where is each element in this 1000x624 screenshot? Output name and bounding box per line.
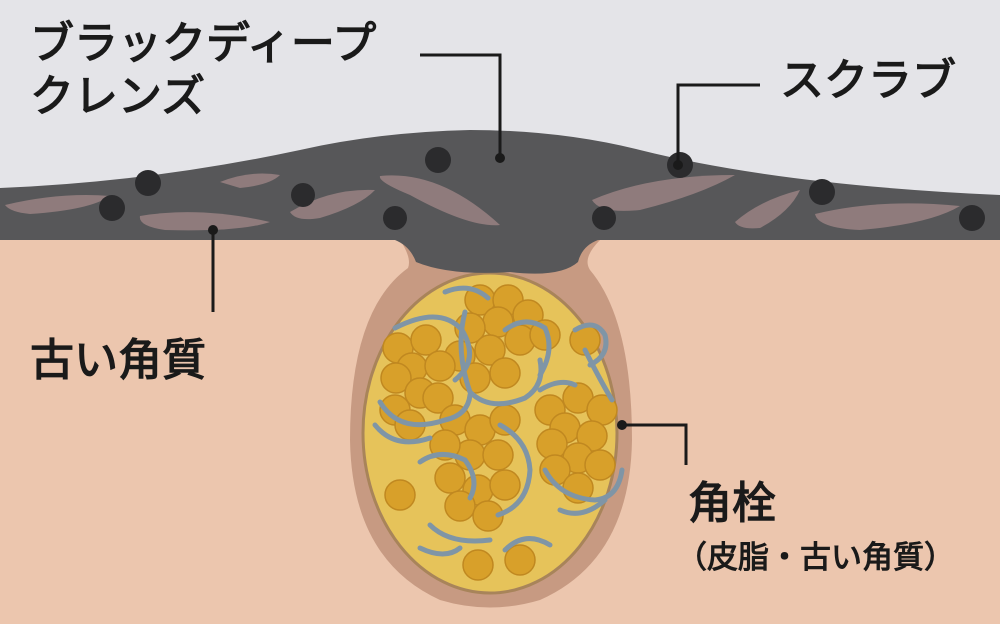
cleanser-layer: [0, 130, 1000, 274]
leader-dots: [208, 153, 683, 430]
leader-dot-scrub: [673, 160, 683, 170]
sebum-globules: [379, 284, 618, 581]
label-keratin-plug-detail: （皮脂・古い角質）: [676, 540, 955, 576]
keratin-strands: [372, 285, 625, 557]
leader-lines: [211, 53, 760, 465]
leader-line-plug: [622, 423, 688, 465]
leader-dot-horny: [208, 225, 218, 235]
scrub-beads: [99, 147, 985, 231]
label-keratin-plug: 角栓: [688, 478, 776, 529]
leader-dot-cleanse: [495, 153, 505, 163]
label-scrub: スクラブ: [780, 55, 956, 106]
label-old-horny-layer: 古い角質: [30, 335, 206, 386]
leader-dot-plug: [617, 420, 627, 430]
old-horny-flakes: [5, 173, 960, 231]
label-black-deep-cleanse-line2: クレンズ: [30, 70, 206, 122]
label-black-deep-cleanse-line1: ブラックディープ: [30, 18, 377, 69]
leader-line-cleanse: [420, 53, 502, 158]
leader-line-scrub: [676, 83, 760, 165]
label-black-deep-cleanse: ブラックディープ クレンズ: [30, 18, 376, 124]
